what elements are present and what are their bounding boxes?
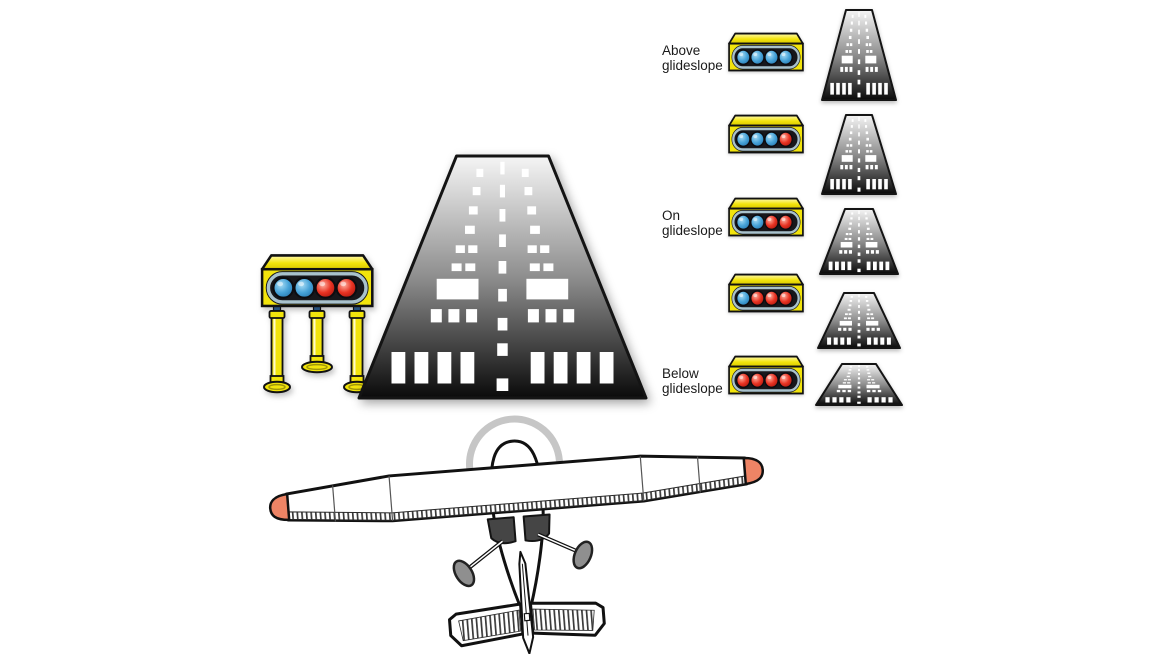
right-cabin-window <box>522 513 551 543</box>
runway-perspective-view <box>817 5 901 110</box>
right-wingtip <box>742 456 764 486</box>
left-main-wheel <box>452 559 476 588</box>
papi-light-box <box>726 196 806 243</box>
tail-fin <box>518 550 535 654</box>
tail-fin-ridge <box>521 563 529 636</box>
glideslope-label: On glideslope <box>662 208 723 238</box>
runway-perspective-view <box>815 204 903 284</box>
left-wheel-strut <box>469 539 504 569</box>
glideslope-label: Above glideslope <box>662 43 723 73</box>
runway-perspective-view <box>817 110 901 204</box>
aircraft-top-view <box>268 415 764 654</box>
tail-fin-detail <box>523 612 531 622</box>
right-main-wheel <box>572 540 594 570</box>
horizontal-stabilizer-right-hatching <box>532 608 595 631</box>
papi-unit-on-stand <box>256 250 378 405</box>
left-wingtip <box>268 492 291 522</box>
runway-perspective-view <box>813 288 905 358</box>
horizontal-stabilizer-left-hatching <box>458 609 522 642</box>
glideslope-label: Below glideslope <box>662 366 723 396</box>
papi-light-box <box>726 354 806 401</box>
main-runway <box>354 151 651 408</box>
papi-light-box <box>726 272 806 319</box>
glideslope-legend: Above glideslope <box>662 5 907 415</box>
right-wheel-strut <box>537 532 577 553</box>
papi-light-box <box>726 31 806 78</box>
runway-perspective-view <box>811 359 907 415</box>
papi-light-box <box>726 113 806 160</box>
wing-panel-lines <box>332 456 701 522</box>
